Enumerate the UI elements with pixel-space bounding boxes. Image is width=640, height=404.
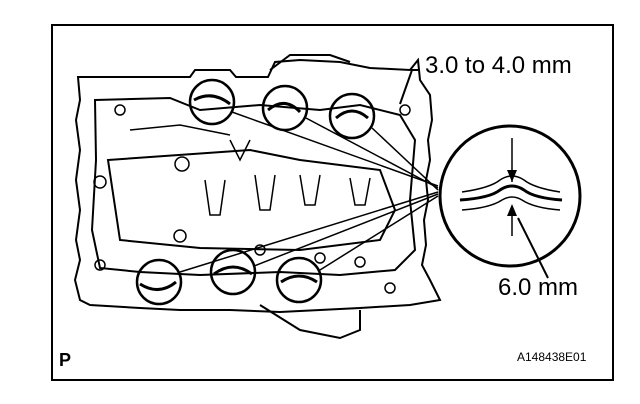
view-marker: P xyxy=(59,350,72,370)
bead-thickness-label: 3.0 to 4.0 mm xyxy=(425,52,572,79)
detail-circles-bottom xyxy=(135,248,323,306)
bolt-holes xyxy=(93,104,411,294)
internal-ribs xyxy=(129,124,371,216)
leader-lines xyxy=(179,111,439,273)
bead-shapes xyxy=(139,94,369,291)
oil-pan-outline xyxy=(73,54,442,340)
magnified-detail xyxy=(438,124,582,279)
figure-code: A148438E01 xyxy=(517,350,587,364)
detail-circles-top xyxy=(188,78,376,140)
bead-width-label: 6.0 mm xyxy=(498,274,579,301)
thickness-leader xyxy=(399,69,420,105)
